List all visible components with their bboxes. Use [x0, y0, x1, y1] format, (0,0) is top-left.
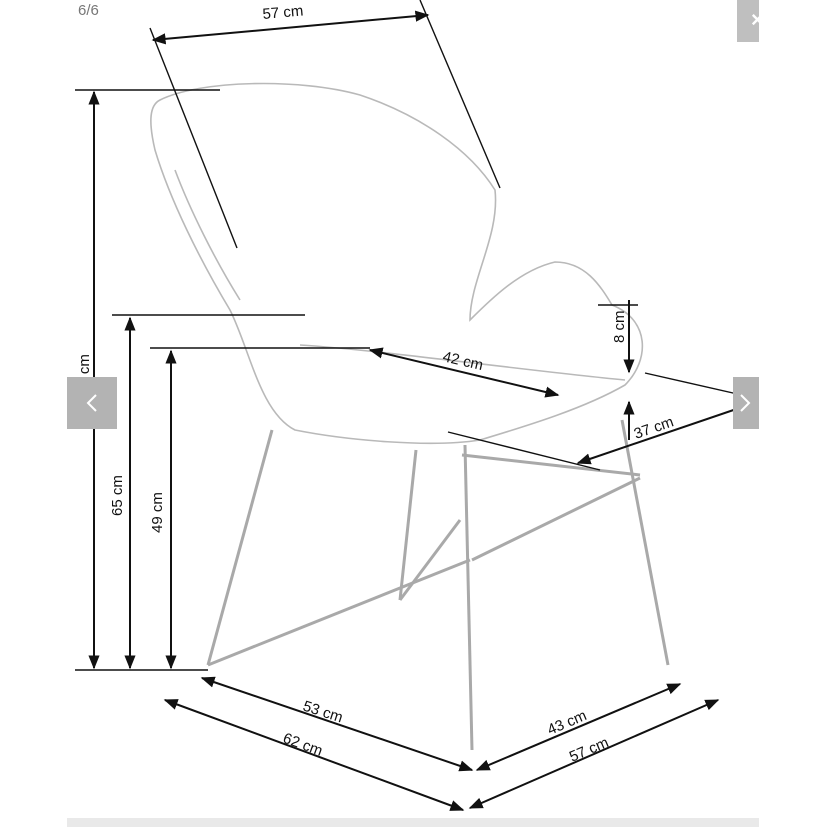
label-seat-depth: 37 cm [632, 413, 676, 442]
next-image-button[interactable] [733, 377, 759, 429]
label-back-width: 57 cm [262, 2, 304, 22]
chevron-right-icon [740, 394, 751, 412]
chevron-left-icon [86, 394, 97, 412]
arrow-total-width [468, 699, 720, 809]
label-total-depth: 62 cm [281, 730, 325, 760]
label-armrest-height: 65 cm [109, 475, 126, 516]
previous-image-button[interactable] [67, 377, 117, 429]
close-icon: × [751, 7, 759, 32]
label-seat-width: 42 cm [441, 348, 485, 374]
arrow-seat-width [368, 347, 560, 398]
dimension-arrows [88, 10, 759, 811]
label-total-width: 57 cm [567, 734, 611, 766]
image-counter: 6/6 [78, 2, 99, 19]
arrow-seat-depth [576, 400, 759, 465]
chair-sketch [150, 82, 670, 751]
arrow-total-depth [163, 699, 465, 811]
label-armrest-thickness: 8 cm [611, 310, 628, 343]
label-seat-height: 49 cm [149, 492, 166, 533]
chair-back-seam [174, 169, 241, 301]
thumbnail-strip[interactable] [67, 818, 759, 827]
close-button[interactable]: × [737, 0, 759, 42]
chair-shell-outline [150, 82, 644, 445]
arrow-back-width [151, 10, 430, 45]
label-base-front: 43 cm [545, 707, 589, 739]
leader-lines [75, 0, 756, 671]
label-base-side: 53 cm [301, 698, 345, 727]
